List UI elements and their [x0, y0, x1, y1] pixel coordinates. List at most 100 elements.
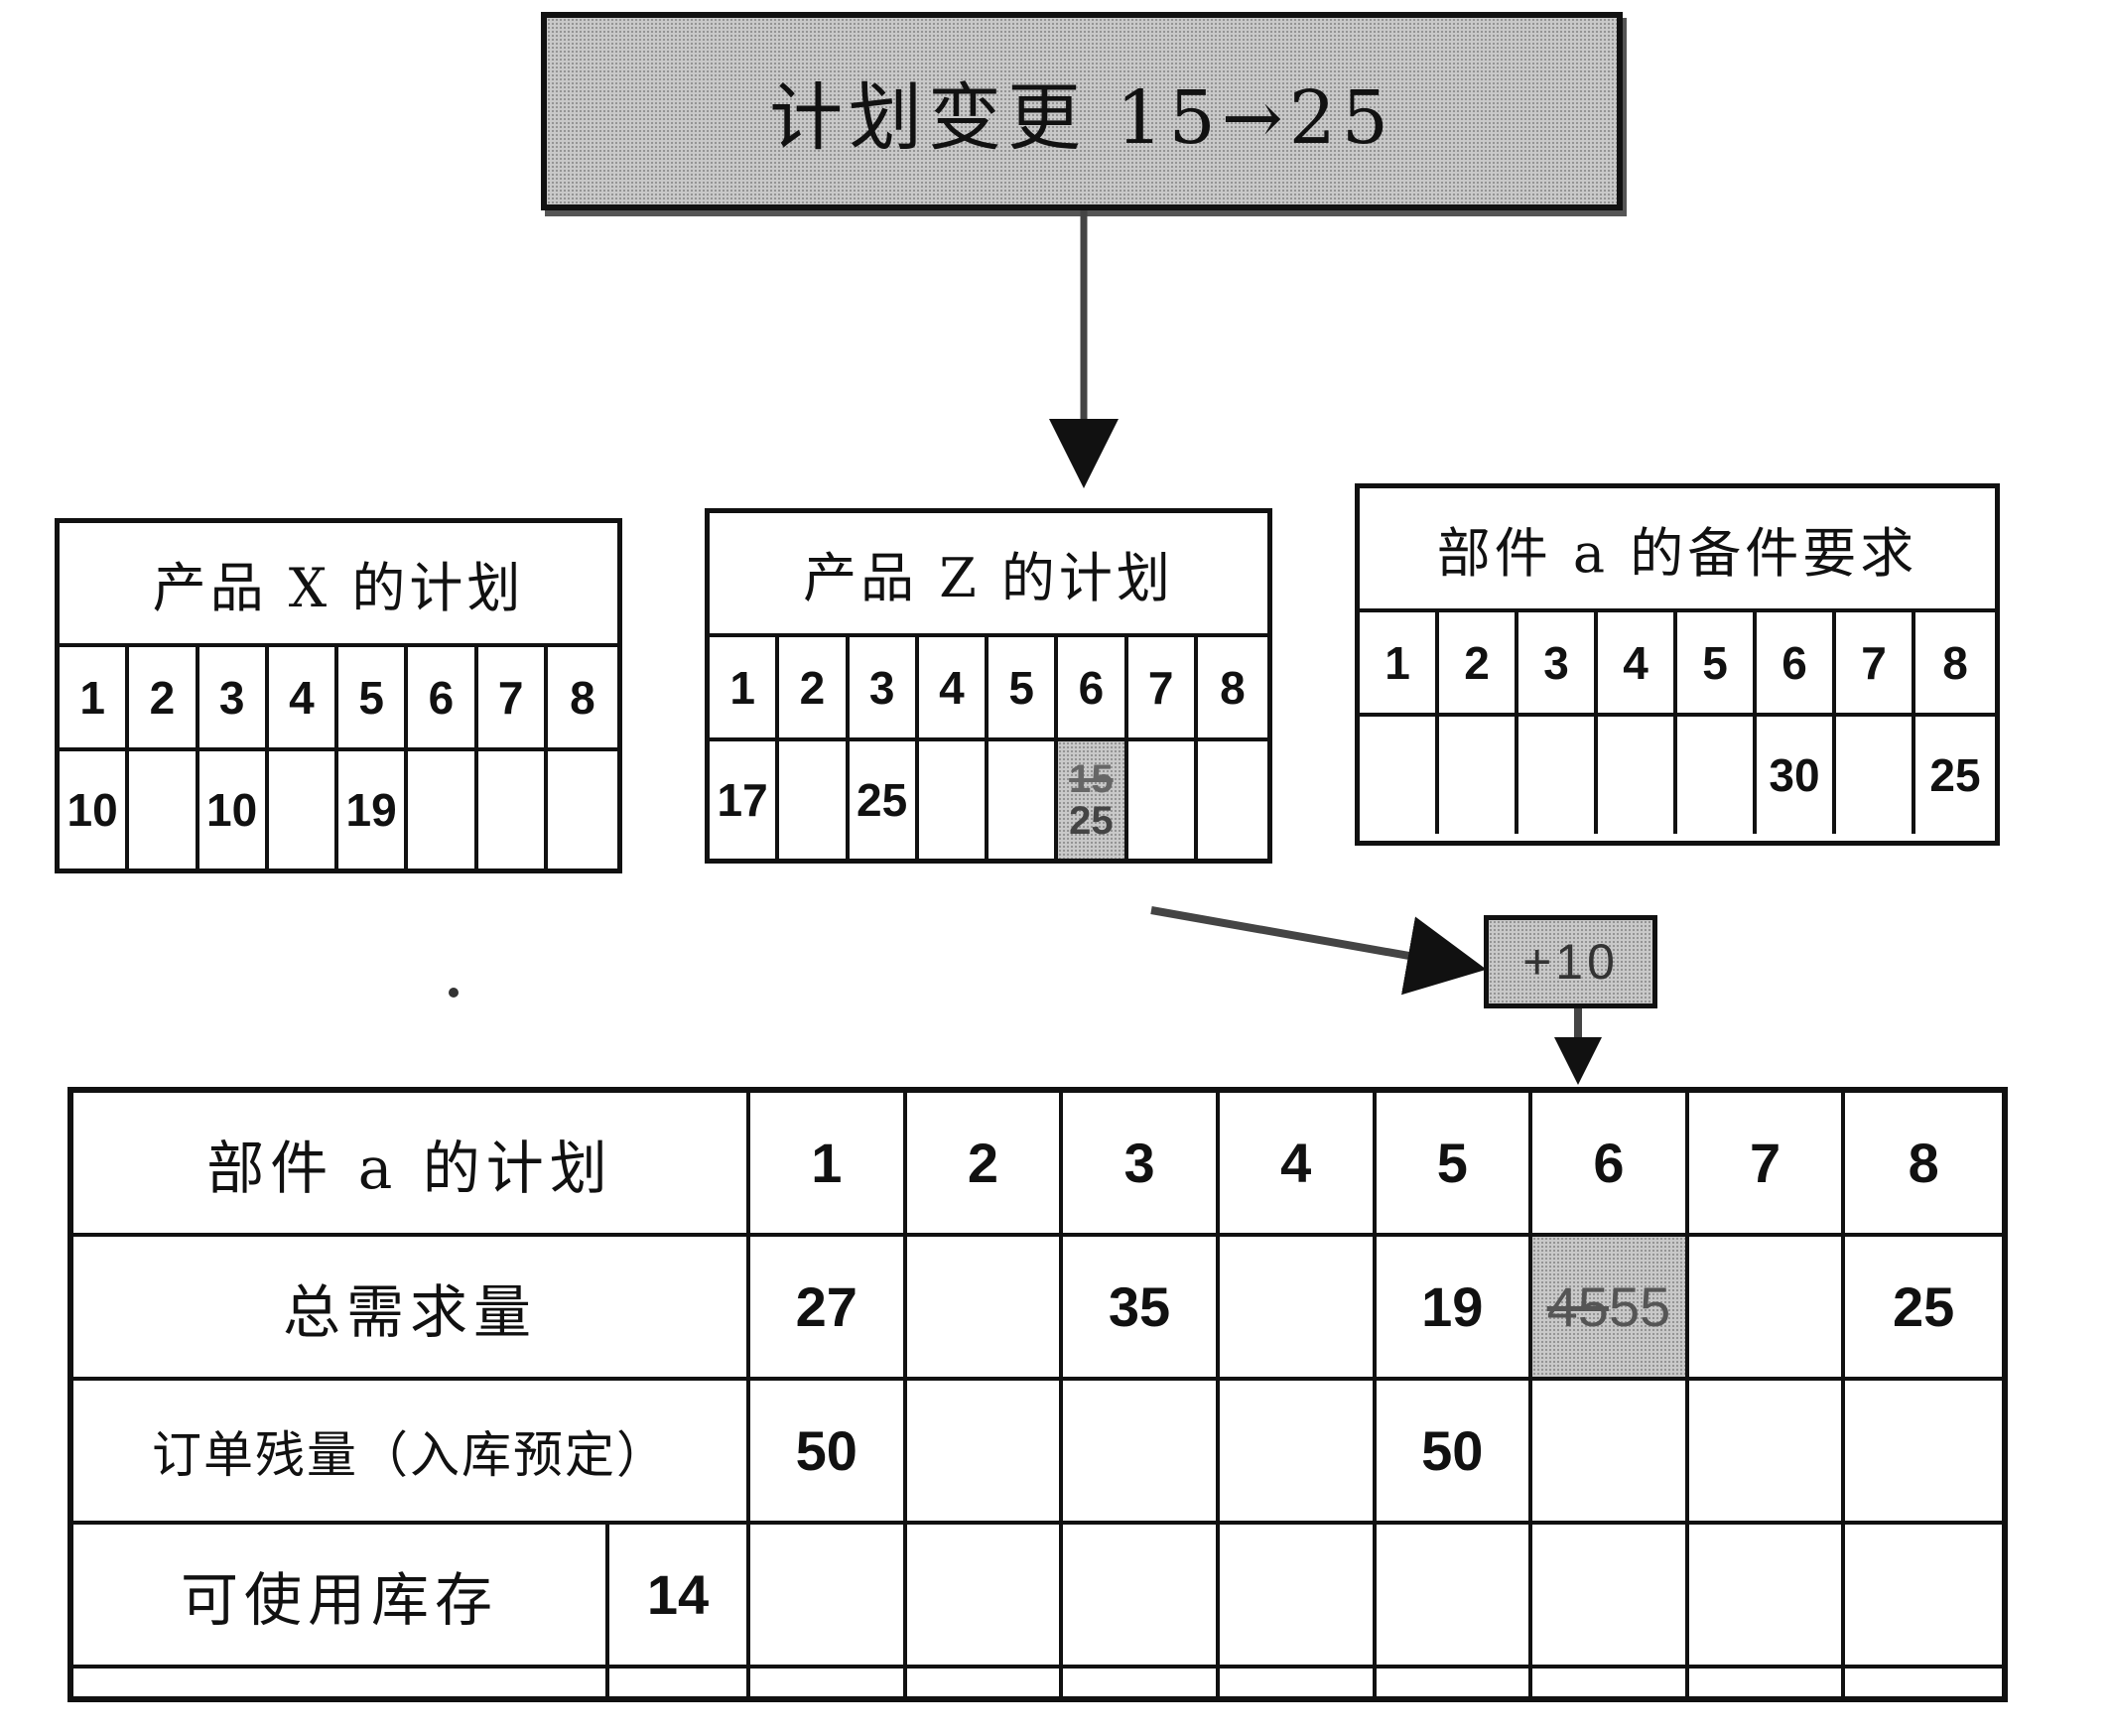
available-inventory-3	[1063, 1525, 1220, 1669]
product-x-value-3: 10	[199, 751, 269, 868]
product-z-value-6-changed: 15 25	[1058, 741, 1128, 859]
part-a-plan-table: 部件 a 的计划 1 2 3 4 5 6 7 8 总需求量 27 35 19 4…	[67, 1087, 2008, 1702]
part-a-spare-period-8: 8	[1915, 612, 1995, 717]
product-z-plan-table: 产品 Z 的计划 1 2 3 4 5 6 7 8 17 25 15 25	[705, 508, 1272, 864]
part-a-spare-period-4: 4	[1598, 612, 1677, 717]
available-inventory-2	[906, 1525, 1064, 1669]
product-x-plan-table: 产品 X 的计划 1 2 3 4 5 6 7 8 10 10 19	[55, 518, 622, 873]
part-a-spare-value-1	[1360, 717, 1439, 834]
part-a-plan-title: 部件 a 的计划	[73, 1093, 750, 1237]
product-z-value-2	[779, 741, 850, 859]
gross-requirement-8: 25	[1845, 1237, 2002, 1381]
product-x-period-4: 4	[268, 647, 338, 751]
part-a-spare-value-3	[1518, 717, 1598, 834]
product-x-period-5: 5	[338, 647, 409, 751]
part-a-spare-value-6: 30	[1757, 717, 1836, 834]
scheduled-receipts-4	[1219, 1381, 1377, 1525]
product-x-value-6	[408, 751, 478, 868]
product-x-period-1: 1	[60, 647, 130, 751]
part-a-spare-value-7	[1836, 717, 1915, 834]
gross-requirement-7	[1688, 1237, 1846, 1381]
available-inventory-4	[1219, 1525, 1377, 1669]
gross-requirement-1: 27	[750, 1237, 907, 1381]
plan-change-label: 计划变更 15→25	[769, 74, 1394, 161]
product-z-period-1: 1	[710, 637, 780, 741]
part-a-spare-period-3: 3	[1518, 612, 1598, 717]
part-a-spare-value-8: 25	[1929, 749, 1981, 801]
part-a-period-2: 2	[906, 1093, 1064, 1237]
product-x-value-7	[478, 751, 548, 868]
delta-box: +10	[1484, 915, 1657, 1008]
partial-row-cell	[1845, 1669, 2002, 1696]
scheduled-receipts-2	[906, 1381, 1064, 1525]
part-a-period-6: 6	[1532, 1093, 1689, 1237]
product-z-value-8	[1198, 741, 1267, 859]
part-a-spare-period-1: 1	[1360, 612, 1439, 717]
gross-requirement-4	[1219, 1237, 1377, 1381]
gross-requirement-6-old: 45	[1546, 1275, 1609, 1338]
available-inventory-8	[1845, 1525, 2002, 1669]
partial-row-cell	[1377, 1669, 1533, 1696]
available-inventory-1	[750, 1525, 907, 1669]
product-x-value-2	[129, 751, 199, 868]
scheduled-receipts-6	[1532, 1381, 1689, 1525]
available-inventory-7	[1688, 1525, 1846, 1669]
scheduled-receipts-label: 订单残量（入库预定）	[73, 1381, 750, 1525]
part-a-period-3: 3	[1063, 1093, 1220, 1237]
scheduled-receipts-7	[1688, 1381, 1846, 1525]
stray-dot	[449, 988, 459, 998]
available-inventory-6	[1532, 1525, 1689, 1669]
product-z-period-7: 7	[1127, 637, 1198, 741]
gross-requirement-6-new: 55	[1608, 1275, 1671, 1338]
part-a-period-5: 5	[1376, 1093, 1533, 1237]
product-z-value-3: 25	[850, 741, 919, 859]
delta-label: +10	[1522, 934, 1619, 990]
scheduled-receipts-3	[1063, 1381, 1220, 1525]
gross-requirement-5: 19	[1376, 1237, 1533, 1381]
partial-row-cell	[1063, 1669, 1220, 1696]
part-a-period-8: 8	[1845, 1093, 2002, 1237]
partial-row-cell	[1532, 1669, 1689, 1696]
available-inventory-label: 可使用库存	[73, 1525, 609, 1669]
part-a-period-4: 4	[1219, 1093, 1377, 1237]
product-z-period-6: 6	[1058, 637, 1128, 741]
product-x-value-4	[269, 751, 338, 868]
scheduled-receipts-5: 50	[1376, 1381, 1533, 1525]
product-z-value-7	[1128, 741, 1198, 859]
part-a-spare-period-6: 6	[1757, 612, 1836, 717]
product-x-value-8	[548, 751, 617, 868]
product-x-period-8: 8	[547, 647, 617, 751]
part-a-spare-period-5: 5	[1677, 612, 1757, 717]
product-x-period-2: 2	[129, 647, 199, 751]
product-z-value-1: 17	[710, 741, 780, 859]
scheduled-receipts-1: 50	[750, 1381, 907, 1525]
product-x-period-6: 6	[408, 647, 478, 751]
product-z-period-8: 8	[1197, 637, 1267, 741]
product-z-value-6-old: 15	[1069, 757, 1114, 801]
partial-row-cell	[907, 1669, 1064, 1696]
product-z-value-6-new: 25	[1069, 799, 1114, 843]
part-a-period-1: 1	[750, 1093, 907, 1237]
available-inventory-initial: 14	[609, 1525, 750, 1669]
scheduled-receipts-8	[1845, 1381, 2002, 1525]
product-x-value-5: 19	[338, 751, 409, 868]
plan-change-box: 计划变更 15→25	[541, 12, 1623, 210]
partial-row-cell	[1689, 1669, 1846, 1696]
product-z-to-delta-arrow	[1150, 906, 1487, 996]
gross-requirement-2	[906, 1237, 1064, 1381]
product-x-period-3: 3	[198, 647, 269, 751]
product-z-value-5	[989, 741, 1059, 859]
partial-row-cell	[73, 1669, 609, 1696]
partial-row-cell	[750, 1669, 907, 1696]
product-x-plan-title: 产品 X 的计划	[60, 523, 617, 647]
available-inventory-5	[1376, 1525, 1533, 1669]
part-a-spare-title: 部件 a 的备件要求	[1360, 488, 1995, 612]
product-z-period-4: 4	[918, 637, 989, 741]
part-a-spare-value-4	[1598, 717, 1677, 834]
gross-requirement-6-changed: 45 55	[1532, 1237, 1689, 1381]
part-a-spare-period-7: 7	[1836, 612, 1915, 717]
part-a-spare-table: 部件 a 的备件要求 1 2 3 4 5 6 7 8 30 25	[1355, 483, 2000, 846]
product-z-period-3: 3	[849, 637, 919, 741]
partial-row-cell	[609, 1669, 750, 1696]
product-z-period-2: 2	[779, 637, 850, 741]
